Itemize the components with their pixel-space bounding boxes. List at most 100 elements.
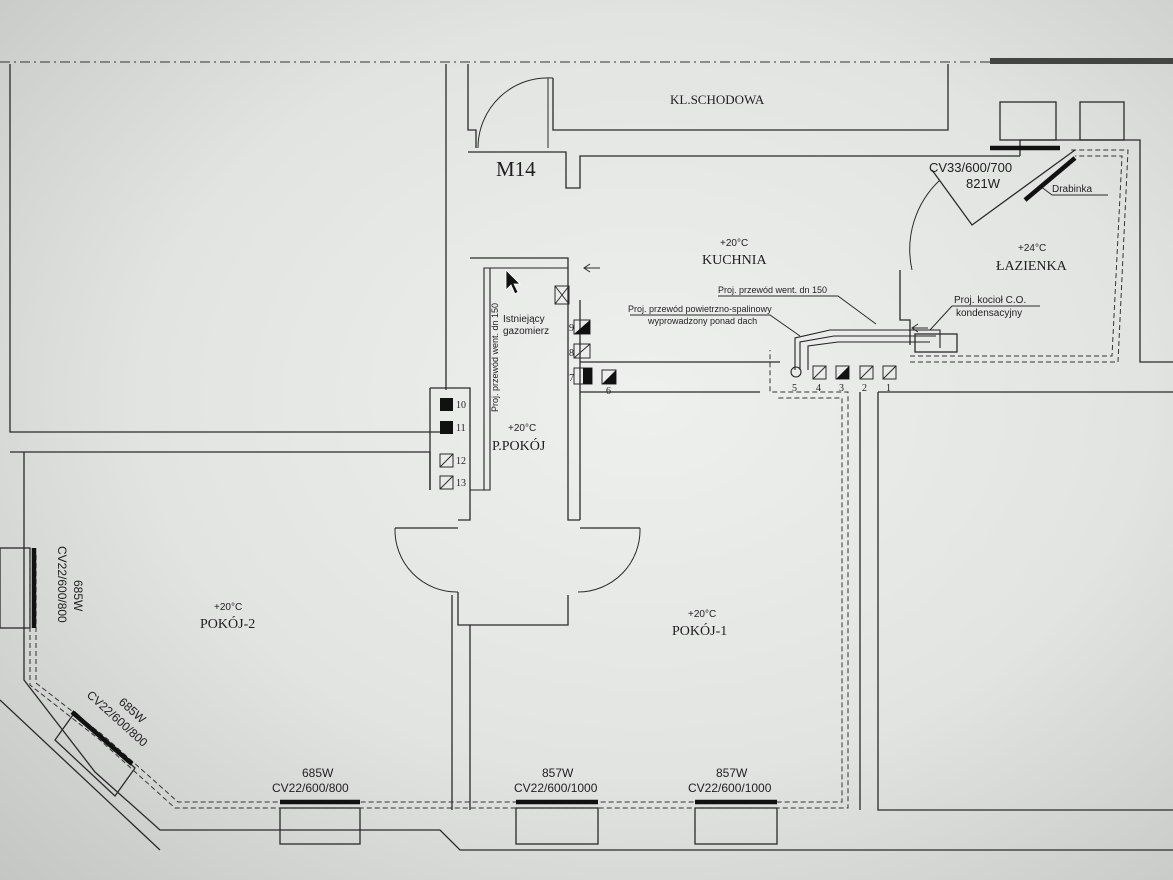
room1-right-radiator-model: CV22/600/1000 xyxy=(688,781,772,795)
room1-left-radiator-power: 857W xyxy=(542,766,574,780)
window-room1-right xyxy=(694,807,778,845)
room2-label: POKÓJ-2 xyxy=(200,615,255,632)
leader-boiler-2 xyxy=(929,305,953,331)
heating-pipe-bath xyxy=(910,149,1129,363)
symbol-8 xyxy=(573,343,591,359)
flue-label-1: Proj. przewód powietrzno-spalinowy xyxy=(628,304,772,314)
window-room1-left xyxy=(515,807,599,845)
exterior-wall xyxy=(23,452,1173,851)
radiator-ladder xyxy=(1023,156,1077,202)
bathroom-label: ŁAZIENKA xyxy=(996,259,1068,274)
number-7: 7 xyxy=(569,373,574,384)
number-13: 13 xyxy=(456,478,466,489)
wall-m14 xyxy=(467,64,477,148)
bath-radiator-model: CV33/600/700 xyxy=(929,160,1012,175)
boiler xyxy=(914,333,958,353)
room2-bottom-radiator-power: 685W xyxy=(302,766,334,780)
window-room2-bottom xyxy=(279,807,361,845)
room2-temp: +20°C xyxy=(214,602,242,613)
flue-duct xyxy=(794,329,941,370)
kitchen-temp: +20°C xyxy=(720,238,748,249)
vent-duct-hall-2 xyxy=(470,268,491,491)
radiator-room2-diag xyxy=(70,710,134,766)
bathroom-door-swing xyxy=(909,179,941,271)
symbol-1 xyxy=(882,365,897,380)
wall-hall-bottom xyxy=(470,595,569,626)
vent-duct-hall xyxy=(483,267,568,490)
number-6: 6 xyxy=(606,386,611,397)
exterior-wall-outer xyxy=(0,699,161,851)
gas-meter-cross-icon xyxy=(554,285,570,305)
arrow-left-icon xyxy=(583,263,600,273)
number-4: 4 xyxy=(816,383,821,394)
window-room2-left xyxy=(0,547,31,629)
symbol-7-fill xyxy=(583,368,592,384)
room2-left-radiator-model: CV22/600/800 xyxy=(55,546,69,623)
wall-room2-right xyxy=(457,592,471,810)
vertical-vent-label: Proj. przewód went. dn 150 xyxy=(490,303,500,412)
manifold-symbols xyxy=(439,319,897,490)
door-left-swing xyxy=(394,527,459,593)
ladder-label: Drabinka xyxy=(1052,184,1092,195)
gas-meter xyxy=(554,285,570,305)
flue-duct-inner xyxy=(799,335,936,370)
number-12: 12 xyxy=(456,456,466,467)
symbol-13-diag xyxy=(439,475,454,490)
room1-temp: +20°C xyxy=(688,609,716,620)
room2-left-radiator-power: 685W xyxy=(71,580,85,612)
symbol-2-diag xyxy=(859,365,874,380)
hall-temp: +20°C xyxy=(508,423,536,434)
symbol-12-diag xyxy=(439,453,454,468)
kitchen-label: KUCHNIA xyxy=(702,253,767,268)
symbol-9-fill xyxy=(574,320,590,334)
room2-bottom-radiator-model: CV22/600/800 xyxy=(272,781,349,795)
unit-label: M14 xyxy=(496,157,536,181)
leader-flue xyxy=(630,314,801,337)
symbol-4 xyxy=(812,365,827,380)
boiler-label-1: Proj. kocioł C.O. xyxy=(954,295,1026,306)
symbol-1-diag xyxy=(882,365,897,380)
symbol-11 xyxy=(440,421,453,434)
wall-left-room xyxy=(9,64,446,433)
symbol-8-diag xyxy=(573,343,591,359)
symbol-13 xyxy=(439,475,454,490)
wall-kitchen-top xyxy=(468,151,1020,189)
flue-label-2: wyprowadzony ponad dach xyxy=(647,316,757,326)
wall-hall-left xyxy=(430,387,471,521)
wall-hall-inner xyxy=(470,257,580,521)
hall-label: P.POKÓJ xyxy=(492,437,546,454)
number-5: 5 xyxy=(792,383,797,394)
heating-pipe-bath-return xyxy=(910,155,1123,357)
window-room2-diag xyxy=(54,711,136,797)
entrance-door-swing xyxy=(477,77,554,149)
number-9: 9 xyxy=(569,323,574,334)
symbol-6-fill xyxy=(602,370,616,384)
symbol-4-diag xyxy=(812,365,827,380)
mouse-cursor-icon xyxy=(505,269,521,295)
number-10: 10 xyxy=(456,400,466,411)
number-11: 11 xyxy=(456,423,466,434)
heating-pipe-loop xyxy=(29,350,849,809)
heating-pipe-loop-return xyxy=(35,397,843,803)
symbol-3-fill xyxy=(836,366,849,379)
bath-radiator-power: 821W xyxy=(966,176,1001,191)
number-1: 1 xyxy=(886,383,891,394)
leader-vent xyxy=(718,295,877,325)
gas-meter-label-2: gazomierz xyxy=(503,326,549,337)
wall-staircase xyxy=(552,64,949,131)
bathroom-diagonal-wall xyxy=(931,149,1076,226)
symbol-2 xyxy=(859,365,874,380)
chimney-2 xyxy=(1079,101,1125,141)
top-wall-block xyxy=(990,58,1173,64)
room1-left-radiator-model: CV22/600/1000 xyxy=(514,781,598,795)
wall-bathroom-left xyxy=(899,270,911,345)
wall-right-block xyxy=(877,392,1173,811)
number-3: 3 xyxy=(839,383,844,394)
chimney-1 xyxy=(999,101,1057,141)
room1-label: POKÓJ-1 xyxy=(672,622,727,639)
number-8: 8 xyxy=(569,348,574,359)
flue-outlet-icon xyxy=(790,366,802,378)
bathroom-temp: +24°C xyxy=(1018,243,1046,254)
